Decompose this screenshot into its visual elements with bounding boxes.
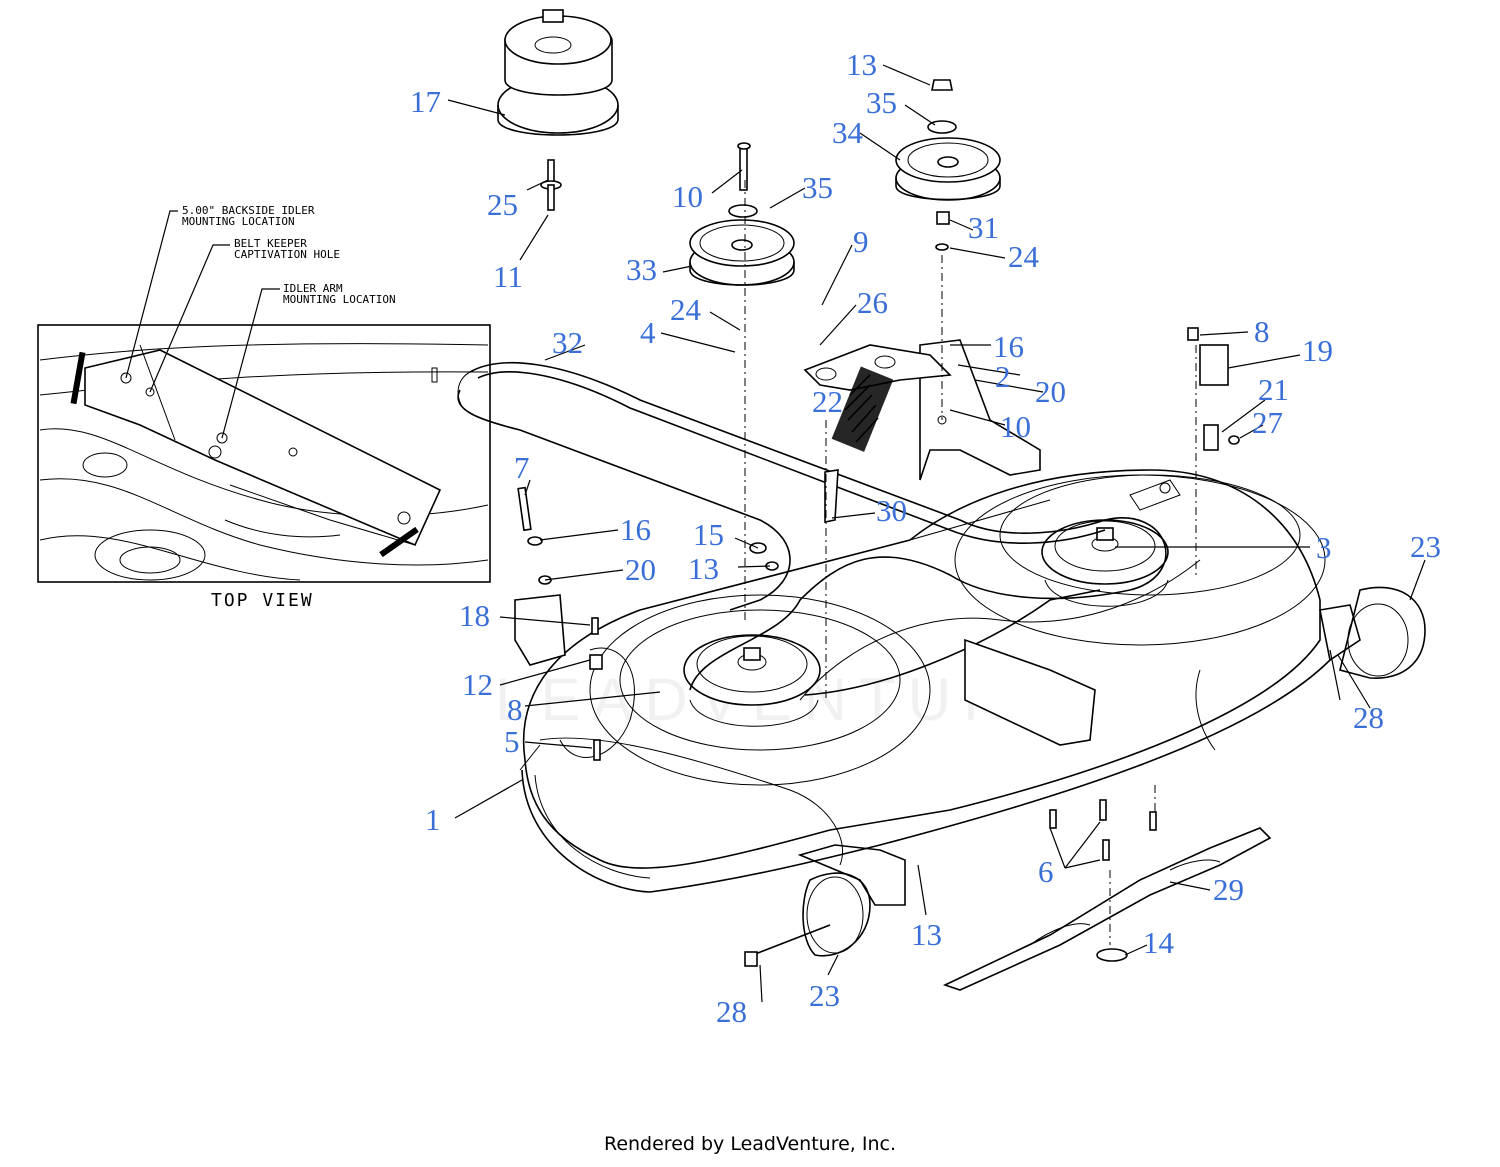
callout-8-left: 8 — [507, 692, 523, 727]
callout-22: 22 — [812, 384, 843, 419]
callout-10-lower: 10 — [1000, 409, 1031, 444]
callout-24-right: 24 — [1008, 239, 1040, 274]
assembly-lines — [744, 180, 1197, 945]
pto-clutch — [497, 9, 619, 211]
note-idler-arm-1: IDLER ARM — [283, 282, 343, 295]
mower-blade — [942, 827, 1272, 991]
note-belt-keeper-1: BELT KEEPER — [234, 237, 307, 250]
inset-notes: 5.00" BACKSIDE IDLER MOUNTING LOCATION B… — [125, 204, 396, 439]
spindle-pulley-left — [683, 634, 821, 727]
callout-14: 14 — [1143, 925, 1175, 960]
callout-20-upper: 20 — [1035, 374, 1066, 409]
gauge-wheel-right — [1319, 586, 1426, 701]
idler-pulley-34 — [895, 79, 1001, 251]
inset-caption: TOP VIEW — [211, 590, 314, 611]
callout-numbers: 17 25 11 10 35 33 24 4 9 26 16 2 20 10 2… — [410, 47, 1441, 1029]
callout-11: 11 — [493, 259, 523, 294]
callout-13-middle: 13 — [688, 551, 719, 586]
top-view-inset: TOP VIEW — [37, 324, 491, 611]
callout-leaders — [447, 64, 1426, 1003]
footer-credit: Rendered by LeadVenture, Inc. — [603, 1133, 897, 1155]
note-backside-idler-2: MOUNTING LOCATION — [182, 215, 295, 228]
callout-12: 12 — [462, 667, 493, 702]
callout-16-upper: 16 — [993, 329, 1024, 364]
callout-26: 26 — [857, 285, 888, 320]
callout-1: 1 — [425, 802, 441, 837]
callout-29: 29 — [1213, 872, 1244, 907]
callout-17: 17 — [410, 84, 441, 119]
callout-28-left: 28 — [716, 994, 747, 1029]
callout-27: 27 — [1252, 405, 1283, 440]
deck-belt — [457, 361, 1167, 696]
callout-5: 5 — [504, 724, 520, 759]
callout-4: 4 — [640, 315, 656, 350]
callout-3: 3 — [1316, 530, 1332, 565]
idler-pulley-33 — [689, 142, 795, 286]
mower-deck — [519, 469, 1331, 893]
gauge-wheel-left — [744, 844, 906, 967]
callout-23-right: 23 — [1410, 529, 1441, 564]
note-backside-idler-1: 5.00" BACKSIDE IDLER — [182, 204, 315, 217]
callout-13-top: 13 — [846, 47, 877, 82]
callout-34: 34 — [832, 115, 864, 150]
note-belt-keeper-2: CAPTIVATION HOLE — [234, 248, 340, 261]
callout-23-left: 23 — [809, 978, 840, 1013]
callout-8-right: 8 — [1254, 314, 1270, 349]
parts-diagram: LEADVENTURE TOP VIEW 5.00" BACKSIDE IDLE… — [37, 9, 1441, 1029]
hardware — [514, 327, 1240, 861]
callout-20-lower: 20 — [625, 552, 656, 587]
callout-6: 6 — [1038, 854, 1054, 889]
callout-24-left: 24 — [670, 292, 702, 327]
callout-21: 21 — [1258, 372, 1289, 407]
callout-25: 25 — [487, 187, 518, 222]
callout-35-right: 35 — [866, 85, 897, 120]
callout-15: 15 — [693, 517, 724, 552]
callout-30: 30 — [876, 493, 907, 528]
callout-28-right: 28 — [1353, 700, 1384, 735]
callout-19: 19 — [1302, 333, 1333, 368]
callout-32: 32 — [552, 325, 583, 360]
callout-31: 31 — [968, 210, 999, 245]
callout-18: 18 — [459, 598, 490, 633]
callout-10-upper: 10 — [672, 179, 703, 214]
callout-16-lower: 16 — [620, 512, 651, 547]
callout-35-left: 35 — [802, 170, 833, 205]
callout-7: 7 — [514, 450, 530, 485]
callout-2: 2 — [995, 359, 1011, 394]
callout-33: 33 — [626, 252, 657, 287]
note-idler-arm-2: MOUNTING LOCATION — [283, 293, 396, 306]
callout-9: 9 — [853, 224, 869, 259]
callout-13-bottom: 13 — [911, 917, 942, 952]
